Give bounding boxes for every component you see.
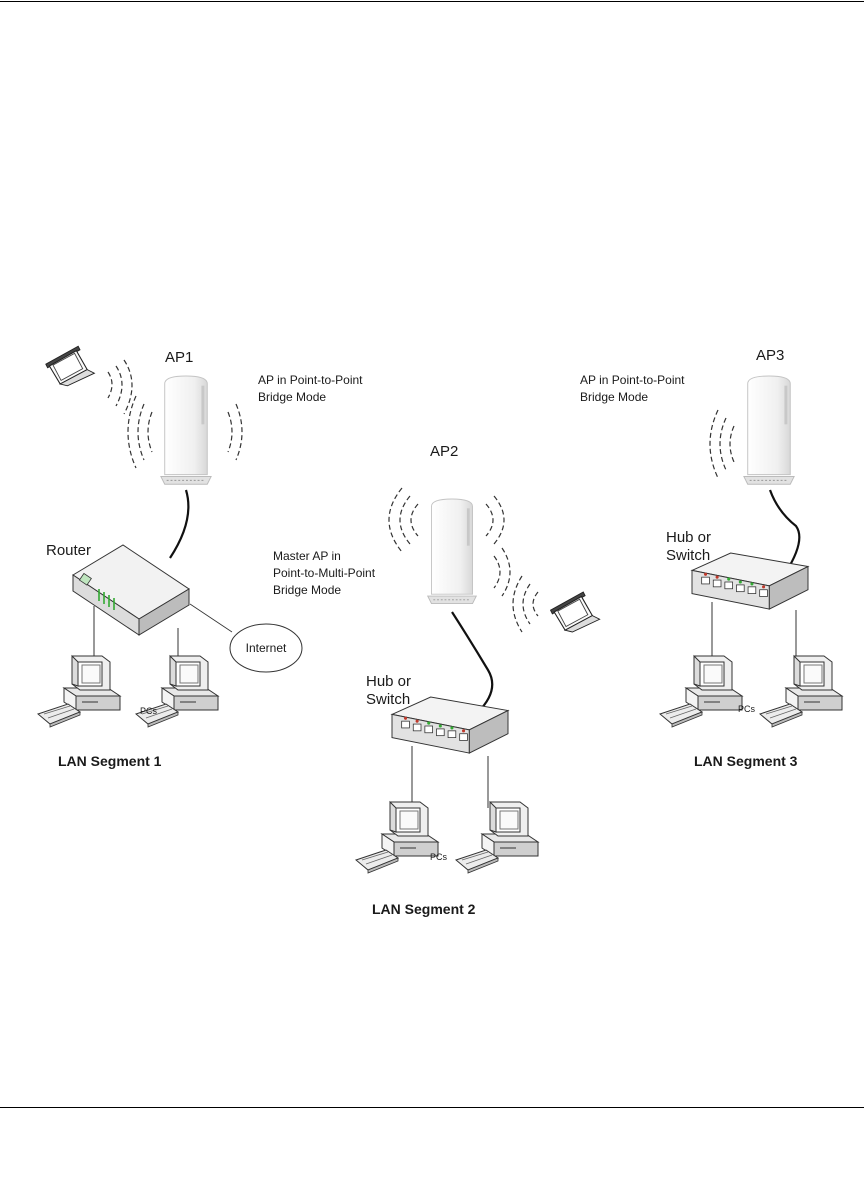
access-point-icon <box>743 375 795 485</box>
internet-label: Internet <box>246 641 287 655</box>
wireless-signal-icon <box>107 359 243 469</box>
wireless-signal-icon <box>388 487 539 633</box>
ap2-switch-cable <box>451 611 494 713</box>
desktop-pc-icon <box>37 655 121 728</box>
laptop-icon <box>549 591 601 633</box>
ap2-name: AP2 <box>430 443 458 460</box>
switch3-label-line1: Hub or <box>666 529 711 546</box>
lan2-pcs-label: PCs <box>430 852 448 862</box>
bottom-rule <box>0 1107 864 1108</box>
ap3-switch-cable <box>768 489 801 573</box>
access-point-icon <box>427 498 477 605</box>
router-internet-link <box>189 603 233 633</box>
desktop-pc-icon <box>135 655 219 728</box>
lan-segment-3-group: Hub or Switch PCs LAN Segment 3 <box>659 529 843 769</box>
router-label: Router <box>46 542 91 559</box>
ap3-mode-line2: Bridge Mode <box>580 390 648 404</box>
top-rule <box>0 1 864 2</box>
lan-segment-2-label: LAN Segment 2 <box>372 901 476 917</box>
ap3-group: AP3 AP in Point-to-Point Bridge Mode <box>580 347 795 485</box>
desktop-pc-icon <box>355 801 439 874</box>
lan-segment-2-group: Hub or Switch PCs LAN Segment 2 <box>355 673 539 917</box>
switch3-label-line2: Switch <box>666 547 710 564</box>
internet-cloud-icon <box>229 623 303 673</box>
desktop-pc-icon <box>455 801 539 874</box>
ap1-mode-line1: AP in Point-to-Point <box>258 373 363 387</box>
access-point-icon <box>160 375 212 485</box>
lan-segment-1-label: LAN Segment 1 <box>58 753 162 769</box>
desktop-pc-icon <box>659 655 743 728</box>
lan3-pcs-label: PCs <box>738 704 756 714</box>
lan-segment-3-label: LAN Segment 3 <box>694 753 798 769</box>
ap1-router-cable <box>169 489 190 559</box>
switch2-label-line2: Switch <box>366 691 410 708</box>
switch2-label-line1: Hub or <box>366 673 411 690</box>
wireless-signal-icon <box>709 409 735 479</box>
ap3-name: AP3 <box>756 347 784 364</box>
ap2-mode-line3: Bridge Mode <box>273 583 341 597</box>
desktop-pc-icon <box>759 655 843 728</box>
ap1-group: AP1 AP in Point-to-Point Bridge Mode <box>45 345 363 485</box>
ap2-mode-line2: Point-to-Multi-Point <box>273 566 376 580</box>
ap2-group: AP2 Master AP in Point-to-Multi-Point Br… <box>273 443 601 633</box>
ap2-mode-line1: Master AP in <box>273 549 341 563</box>
lan1-pcs-label: PCs <box>140 706 158 716</box>
lan-segment-1-group: Router Internet PCs LAN Segment 1 <box>37 542 303 769</box>
ap1-name: AP1 <box>165 349 193 366</box>
ap3-mode-line1: AP in Point-to-Point <box>580 373 685 387</box>
laptop-icon <box>45 345 95 387</box>
ap1-mode-line2: Bridge Mode <box>258 390 326 404</box>
